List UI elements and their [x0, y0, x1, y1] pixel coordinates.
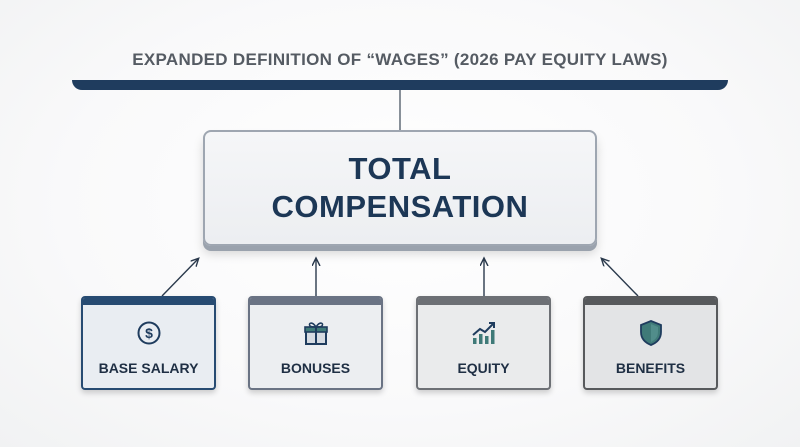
card-accent-bar	[250, 298, 381, 305]
card-accent-bar	[418, 298, 549, 305]
arrow-base-salary	[161, 259, 198, 297]
dollar-coin-icon: $	[83, 318, 214, 348]
total-compensation-line1: TOTAL	[348, 151, 452, 186]
component-label: BENEFITS	[615, 360, 686, 376]
title-underline-bar	[72, 80, 728, 90]
shield-icon	[585, 318, 716, 348]
card-accent-bar	[585, 298, 716, 305]
component-label: EQUITY	[457, 360, 510, 376]
component-card-base-salary: $ BASE SALARY	[81, 296, 216, 390]
gift-icon	[250, 318, 381, 348]
svg-text:$: $	[145, 325, 153, 341]
component-label: BONUSES	[280, 360, 351, 376]
growth-chart-icon	[418, 318, 549, 348]
total-compensation-line2: COMPENSATION	[271, 189, 529, 224]
total-compensation-box: TOTAL COMPENSATION	[203, 130, 597, 246]
arrow-benefits	[602, 259, 639, 297]
component-card-bonuses: BONUSES	[248, 296, 383, 390]
component-card-benefits: BENEFITS	[583, 296, 718, 390]
component-card-equity: EQUITY	[416, 296, 551, 390]
component-label: BASE SALARY	[98, 360, 199, 376]
card-accent-bar	[83, 298, 214, 305]
diagram-title: EXPANDED DEFINITION OF “WAGES” (2026 PAY…	[132, 50, 668, 69]
